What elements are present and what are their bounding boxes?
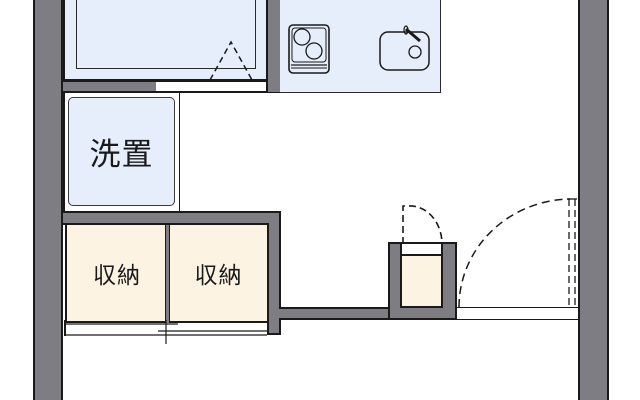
bath-doorway xyxy=(156,82,266,93)
storage-right-label: 収納 xyxy=(194,263,243,289)
wall-bath-kitchen xyxy=(266,0,280,93)
outer-wall-left xyxy=(33,0,63,400)
shoe-box-opening xyxy=(400,244,443,256)
storage-left: 収納 xyxy=(65,225,167,323)
bathtub xyxy=(76,0,256,69)
wall-below-bath xyxy=(63,82,156,93)
wall-above-storage xyxy=(63,211,281,225)
storage-right: 収納 xyxy=(170,225,267,323)
storage-divider xyxy=(165,225,170,323)
entrance-threshold xyxy=(457,307,578,320)
washer-space-label: 洗置 xyxy=(89,137,154,173)
bath-door-swing-icon xyxy=(209,40,253,81)
storage-sliding-door-icon xyxy=(64,320,267,344)
shoe-box xyxy=(400,256,443,308)
shoe-box-door-swing-icon xyxy=(402,205,443,245)
storage-left-label: 収納 xyxy=(93,263,141,289)
washer-space: 洗置 xyxy=(68,97,175,206)
wall-right-of-storage xyxy=(267,223,281,335)
entrance-door-swing-icon xyxy=(458,198,577,308)
outer-wall-right xyxy=(578,0,609,400)
washer-area-frame xyxy=(63,93,180,212)
sink-icon xyxy=(379,25,430,71)
stove-icon xyxy=(288,24,330,74)
